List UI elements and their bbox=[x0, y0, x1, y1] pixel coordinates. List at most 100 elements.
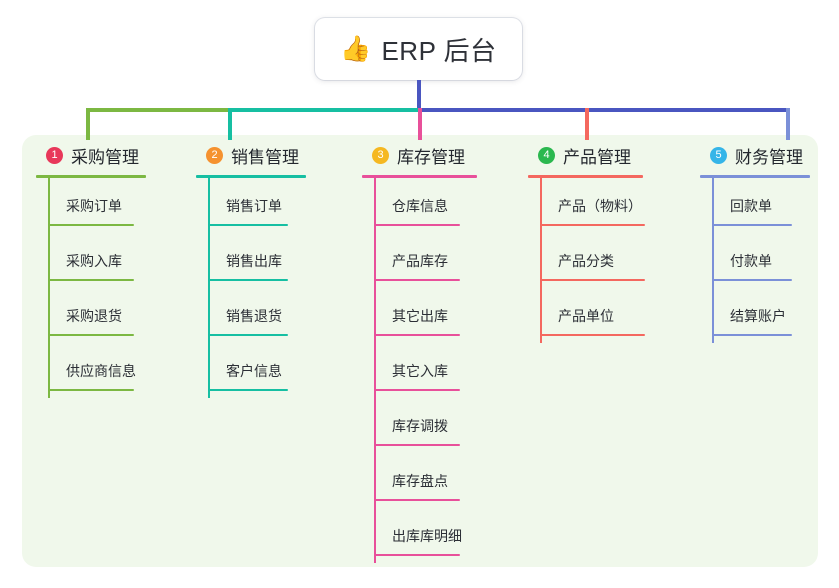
column-title: 采购管理 bbox=[71, 147, 139, 167]
leaf-label: 其它入库 bbox=[392, 363, 448, 379]
column-items: 产品（物料） 产品分类产品单位 bbox=[528, 178, 645, 343]
drop-col-5 bbox=[786, 108, 790, 140]
column-trunk-line bbox=[540, 178, 542, 343]
leaf-label: 出库库明细 bbox=[392, 528, 462, 544]
leaf-label: 销售订单 bbox=[226, 198, 282, 214]
leaf-label: 客户信息 bbox=[226, 363, 282, 379]
leaf-node[interactable]: 采购入库 bbox=[36, 233, 146, 288]
leaf-label: 销售退货 bbox=[226, 308, 282, 324]
bar-teal bbox=[228, 108, 418, 112]
leaf-node[interactable]: 采购订单 bbox=[36, 178, 146, 233]
leaf-underline bbox=[540, 279, 645, 281]
column-badge-3: 3 bbox=[372, 146, 389, 164]
column-badge-5: 5 bbox=[710, 146, 727, 164]
leaf-node[interactable]: 产品分类 bbox=[528, 233, 645, 288]
leaf-underline bbox=[208, 389, 288, 391]
leaf-label: 库存盘点 bbox=[392, 473, 448, 489]
leaf-underline bbox=[374, 444, 460, 446]
column-underline bbox=[36, 175, 146, 178]
thumbs-up-emoji: 👍 bbox=[340, 34, 372, 63]
leaf-underline bbox=[48, 389, 134, 391]
leaf-underline bbox=[540, 224, 645, 226]
column-title: 财务管理 bbox=[735, 147, 803, 167]
leaf-label: 采购订单 bbox=[66, 198, 122, 214]
leaf-node[interactable]: 销售订单 bbox=[196, 178, 306, 233]
leaf-underline bbox=[712, 334, 792, 336]
column-underline bbox=[700, 175, 810, 178]
leaf-node[interactable]: 库存盘点 bbox=[362, 453, 477, 508]
column-badge-1: 1 bbox=[46, 146, 63, 164]
leaf-label: 采购入库 bbox=[66, 253, 122, 269]
drop-col-3 bbox=[418, 108, 422, 140]
drop-col-1 bbox=[86, 108, 90, 140]
column-header-5[interactable]: 5 财务管理 bbox=[700, 142, 810, 168]
leaf-node[interactable]: 仓库信息 bbox=[362, 178, 477, 233]
bar-blue bbox=[418, 108, 786, 112]
leaf-underline bbox=[374, 499, 460, 501]
column-header-1[interactable]: 1 采购管理 bbox=[36, 142, 146, 168]
leaf-label: 产品库存 bbox=[392, 253, 448, 269]
leaf-node[interactable]: 其它入库 bbox=[362, 343, 477, 398]
leaf-label: 其它出库 bbox=[392, 308, 448, 324]
leaf-node[interactable]: 供应商信息 bbox=[36, 343, 146, 398]
leaf-underline bbox=[48, 334, 134, 336]
leaf-node[interactable]: 产品库存 bbox=[362, 233, 477, 288]
leaf-label: 结算账户 bbox=[730, 308, 786, 324]
column-underline bbox=[362, 175, 477, 178]
column-underline bbox=[196, 175, 306, 178]
leaf-node[interactable]: 采购退货 bbox=[36, 288, 146, 343]
leaf-underline bbox=[208, 334, 288, 336]
leaf-node[interactable]: 付款单 bbox=[700, 233, 810, 288]
leaf-node[interactable]: 出库库明细 bbox=[362, 508, 477, 563]
column-trunk-line bbox=[374, 178, 376, 563]
leaf-label: 付款单 bbox=[730, 253, 772, 269]
leaf-node[interactable]: 回款单 bbox=[700, 178, 810, 233]
column-title: 销售管理 bbox=[231, 147, 299, 167]
column-财务管理: 5 财务管理回款单付款单结算账户 bbox=[700, 142, 810, 343]
leaf-label: 采购退货 bbox=[66, 308, 122, 324]
leaf-label: 库存调拨 bbox=[392, 418, 448, 434]
leaf-node[interactable]: 产品单位 bbox=[528, 288, 645, 343]
leaf-node[interactable]: 产品（物料） bbox=[528, 178, 645, 233]
leaf-node[interactable]: 其它出库 bbox=[362, 288, 477, 343]
leaf-underline bbox=[48, 224, 134, 226]
leaf-label: 产品分类 bbox=[558, 253, 614, 269]
root-node-title: ERP 后台 bbox=[381, 35, 497, 66]
drop-col-4 bbox=[585, 108, 589, 140]
column-trunk-line bbox=[208, 178, 210, 398]
leaf-label: 供应商信息 bbox=[66, 363, 136, 379]
leaf-underline bbox=[374, 554, 460, 556]
leaf-node[interactable]: 销售退货 bbox=[196, 288, 306, 343]
leaf-underline bbox=[540, 334, 645, 336]
leaf-node[interactable]: 客户信息 bbox=[196, 343, 306, 398]
leaf-node[interactable]: 结算账户 bbox=[700, 288, 810, 343]
column-trunk-line bbox=[712, 178, 714, 343]
column-title: 产品管理 bbox=[563, 147, 631, 167]
leaf-node[interactable]: 库存调拨 bbox=[362, 398, 477, 453]
column-header-2[interactable]: 2 销售管理 bbox=[196, 142, 306, 168]
column-items: 仓库信息产品库存其它出库其它入库库存调拨库存盘点出库库明细 bbox=[362, 178, 477, 563]
root-node-content: 👍 ERP 后台 bbox=[340, 31, 496, 68]
leaf-underline bbox=[374, 334, 460, 336]
leaf-node[interactable]: 销售出库 bbox=[196, 233, 306, 288]
root-node-erp-backend[interactable]: 👍 ERP 后台 bbox=[315, 18, 522, 80]
leaf-underline bbox=[374, 224, 460, 226]
diagram-panel bbox=[22, 135, 818, 567]
column-underline bbox=[528, 175, 643, 178]
leaf-underline bbox=[374, 279, 460, 281]
leaf-underline bbox=[374, 389, 460, 391]
column-badge-4: 4 bbox=[538, 146, 555, 164]
leaf-underline bbox=[712, 279, 792, 281]
leaf-underline bbox=[712, 224, 792, 226]
bar-green bbox=[86, 108, 228, 112]
column-trunk-line bbox=[48, 178, 50, 398]
column-header-4[interactable]: 4 产品管理 bbox=[528, 142, 643, 168]
column-badge-2: 2 bbox=[206, 146, 223, 164]
column-items: 采购订单采购入库采购退货供应商信息 bbox=[36, 178, 146, 398]
leaf-label: 回款单 bbox=[730, 198, 772, 214]
leaf-label: 产品（物料） bbox=[558, 198, 642, 214]
leaf-underline bbox=[48, 279, 134, 281]
drop-col-2 bbox=[228, 108, 232, 140]
